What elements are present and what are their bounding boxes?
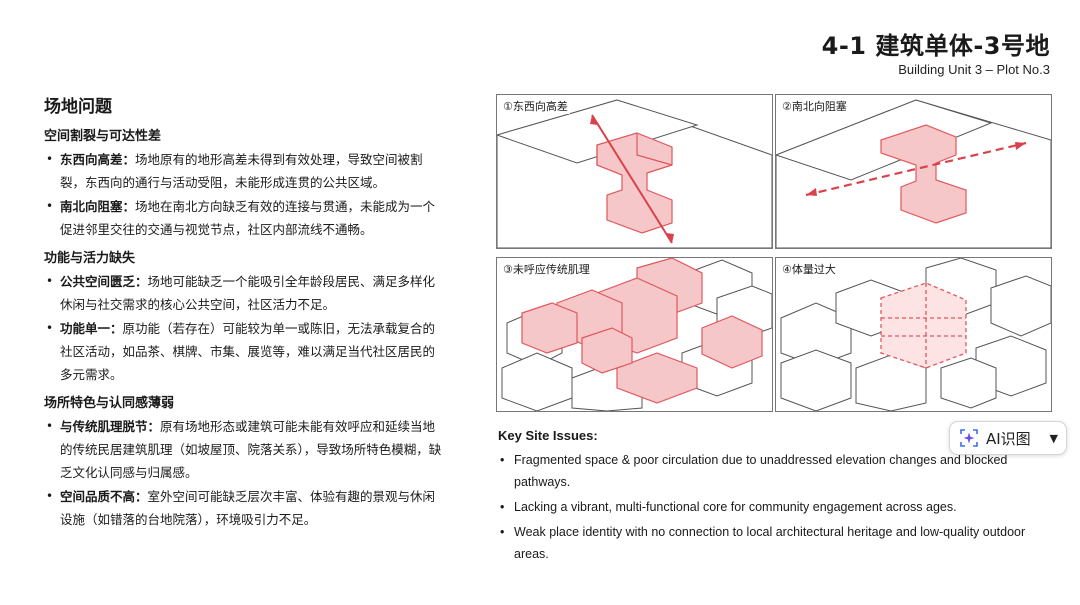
list-item: Lacking a vibrant, multi-functional core… — [498, 496, 1058, 518]
issue-list: 东西向高差：场地原有的地形高差未得到有效处理，导致空间被割裂，东西向的通行与活动… — [44, 148, 444, 241]
diagram-panel: ④体量过大 — [775, 257, 1052, 412]
item-key: 东西向高差： — [60, 152, 136, 167]
item-key: 与传统肌理脱节： — [60, 419, 161, 434]
page-title: 4-1 建筑单体-3号地 — [821, 32, 1050, 60]
page-subtitle: Building Unit 3 – Plot No.3 — [898, 62, 1050, 77]
issue-list: 公共空间匮乏：场地可能缺乏一个能吸引全年龄段居民、满足多样化休闲与社交需求的核心… — [44, 270, 444, 386]
list-item: 南北向阻塞：场地在南北方向缺乏有效的连接与贯通，未能成为一个促进邻里交往的交通与… — [44, 195, 444, 241]
item-key: 公共空间匮乏： — [60, 274, 148, 289]
section-title: 功能与活力缺失 — [44, 251, 136, 266]
list-item: 东西向高差：场地原有的地形高差未得到有效处理，导致空间被割裂，东西向的通行与活动… — [44, 148, 444, 194]
issue-list: 与传统肌理脱节：原有场地形态或建筑可能未能有效呼应和延续当地的传统民居建筑肌理（… — [44, 415, 444, 531]
item-key: 功能单一： — [60, 321, 123, 336]
diagram-grid: ①东西向高差 ②南北向阻塞 — [496, 94, 1052, 412]
diagram-label: ③未呼应传统肌理 — [501, 261, 592, 277]
ai-button-label: AI识图 — [986, 429, 1031, 448]
section-title: 场所特色与认同感薄弱 — [44, 396, 175, 411]
section-title: 空间割裂与可达性差 — [44, 129, 162, 144]
item-key: 南北向阻塞： — [60, 199, 136, 214]
key-issues-heading: Key Site Issues: — [498, 428, 598, 443]
diagram-panel: ②南北向阻塞 — [775, 94, 1052, 249]
issues-panel: 场地问题 空间割裂与可达性差 东西向高差：场地原有的地形高差未得到有效处理，导致… — [44, 92, 444, 532]
issues-heading: 场地问题 — [44, 97, 112, 117]
axonometric-diagram-4 — [780, 258, 1051, 411]
item-key: 空间品质不高： — [60, 489, 148, 504]
axonometric-diagram-1 — [497, 99, 772, 248]
diagram-label: ②南北向阻塞 — [780, 98, 849, 114]
list-item: Fragmented space & poor circulation due … — [498, 449, 1058, 493]
list-item: 空间品质不高：室外空间可能缺乏层次丰富、体验有趣的景观与休闲设施（如错落的台地院… — [44, 485, 444, 531]
axonometric-diagram-3 — [501, 258, 772, 411]
key-issues-panel: Key Site Issues: Fragmented space & poor… — [498, 428, 1058, 568]
diagram-label: ①东西向高差 — [501, 98, 570, 114]
item-text: 原有场地形态或建筑可能未能有效呼应和延续当地的传统民居建筑肌理（如坡屋顶、院落关… — [60, 419, 442, 480]
item-text: 室外空间可能缺乏层次丰富、体验有趣的景观与休闲设施（如错落的台地院落），环境吸引… — [60, 489, 436, 527]
key-issues-list: Fragmented space & poor circulation due … — [498, 449, 1058, 565]
axonometric-diagram-2 — [776, 99, 1051, 248]
list-item: Weak place identity with no connection t… — [498, 521, 1058, 565]
item-text: 原功能（若存在）可能较为单一或陈旧，无法承载复合的社区活动，如品茶、棋牌、市集、… — [60, 321, 436, 382]
diagram-label: ④体量过大 — [780, 261, 838, 277]
ai-recognize-button[interactable]: AI识图 ▼ — [949, 421, 1067, 455]
list-item: 功能单一：原功能（若存在）可能较为单一或陈旧，无法承载复合的社区活动，如品茶、棋… — [44, 317, 444, 386]
diagram-panel: ③未呼应传统肌理 — [496, 257, 773, 412]
item-text: 场地可能缺乏一个能吸引全年龄段居民、满足多样化休闲与社交需求的核心公共空间，社区… — [60, 274, 436, 312]
diagram-panel: ①东西向高差 — [496, 94, 773, 249]
ai-sparkle-icon — [960, 429, 978, 447]
chevron-down-icon[interactable]: ▼ — [1049, 431, 1058, 445]
list-item: 公共空间匮乏：场地可能缺乏一个能吸引全年龄段居民、满足多样化休闲与社交需求的核心… — [44, 270, 444, 316]
item-text: 场地原有的地形高差未得到有效处理，导致空间被割裂，东西向的通行与活动受阻，未能形… — [60, 152, 423, 190]
list-item: 与传统肌理脱节：原有场地形态或建筑可能未能有效呼应和延续当地的传统民居建筑肌理（… — [44, 415, 444, 484]
item-text: 场地在南北方向缺乏有效的连接与贯通，未能成为一个促进邻里交往的交通与视觉节点，社… — [60, 199, 436, 237]
